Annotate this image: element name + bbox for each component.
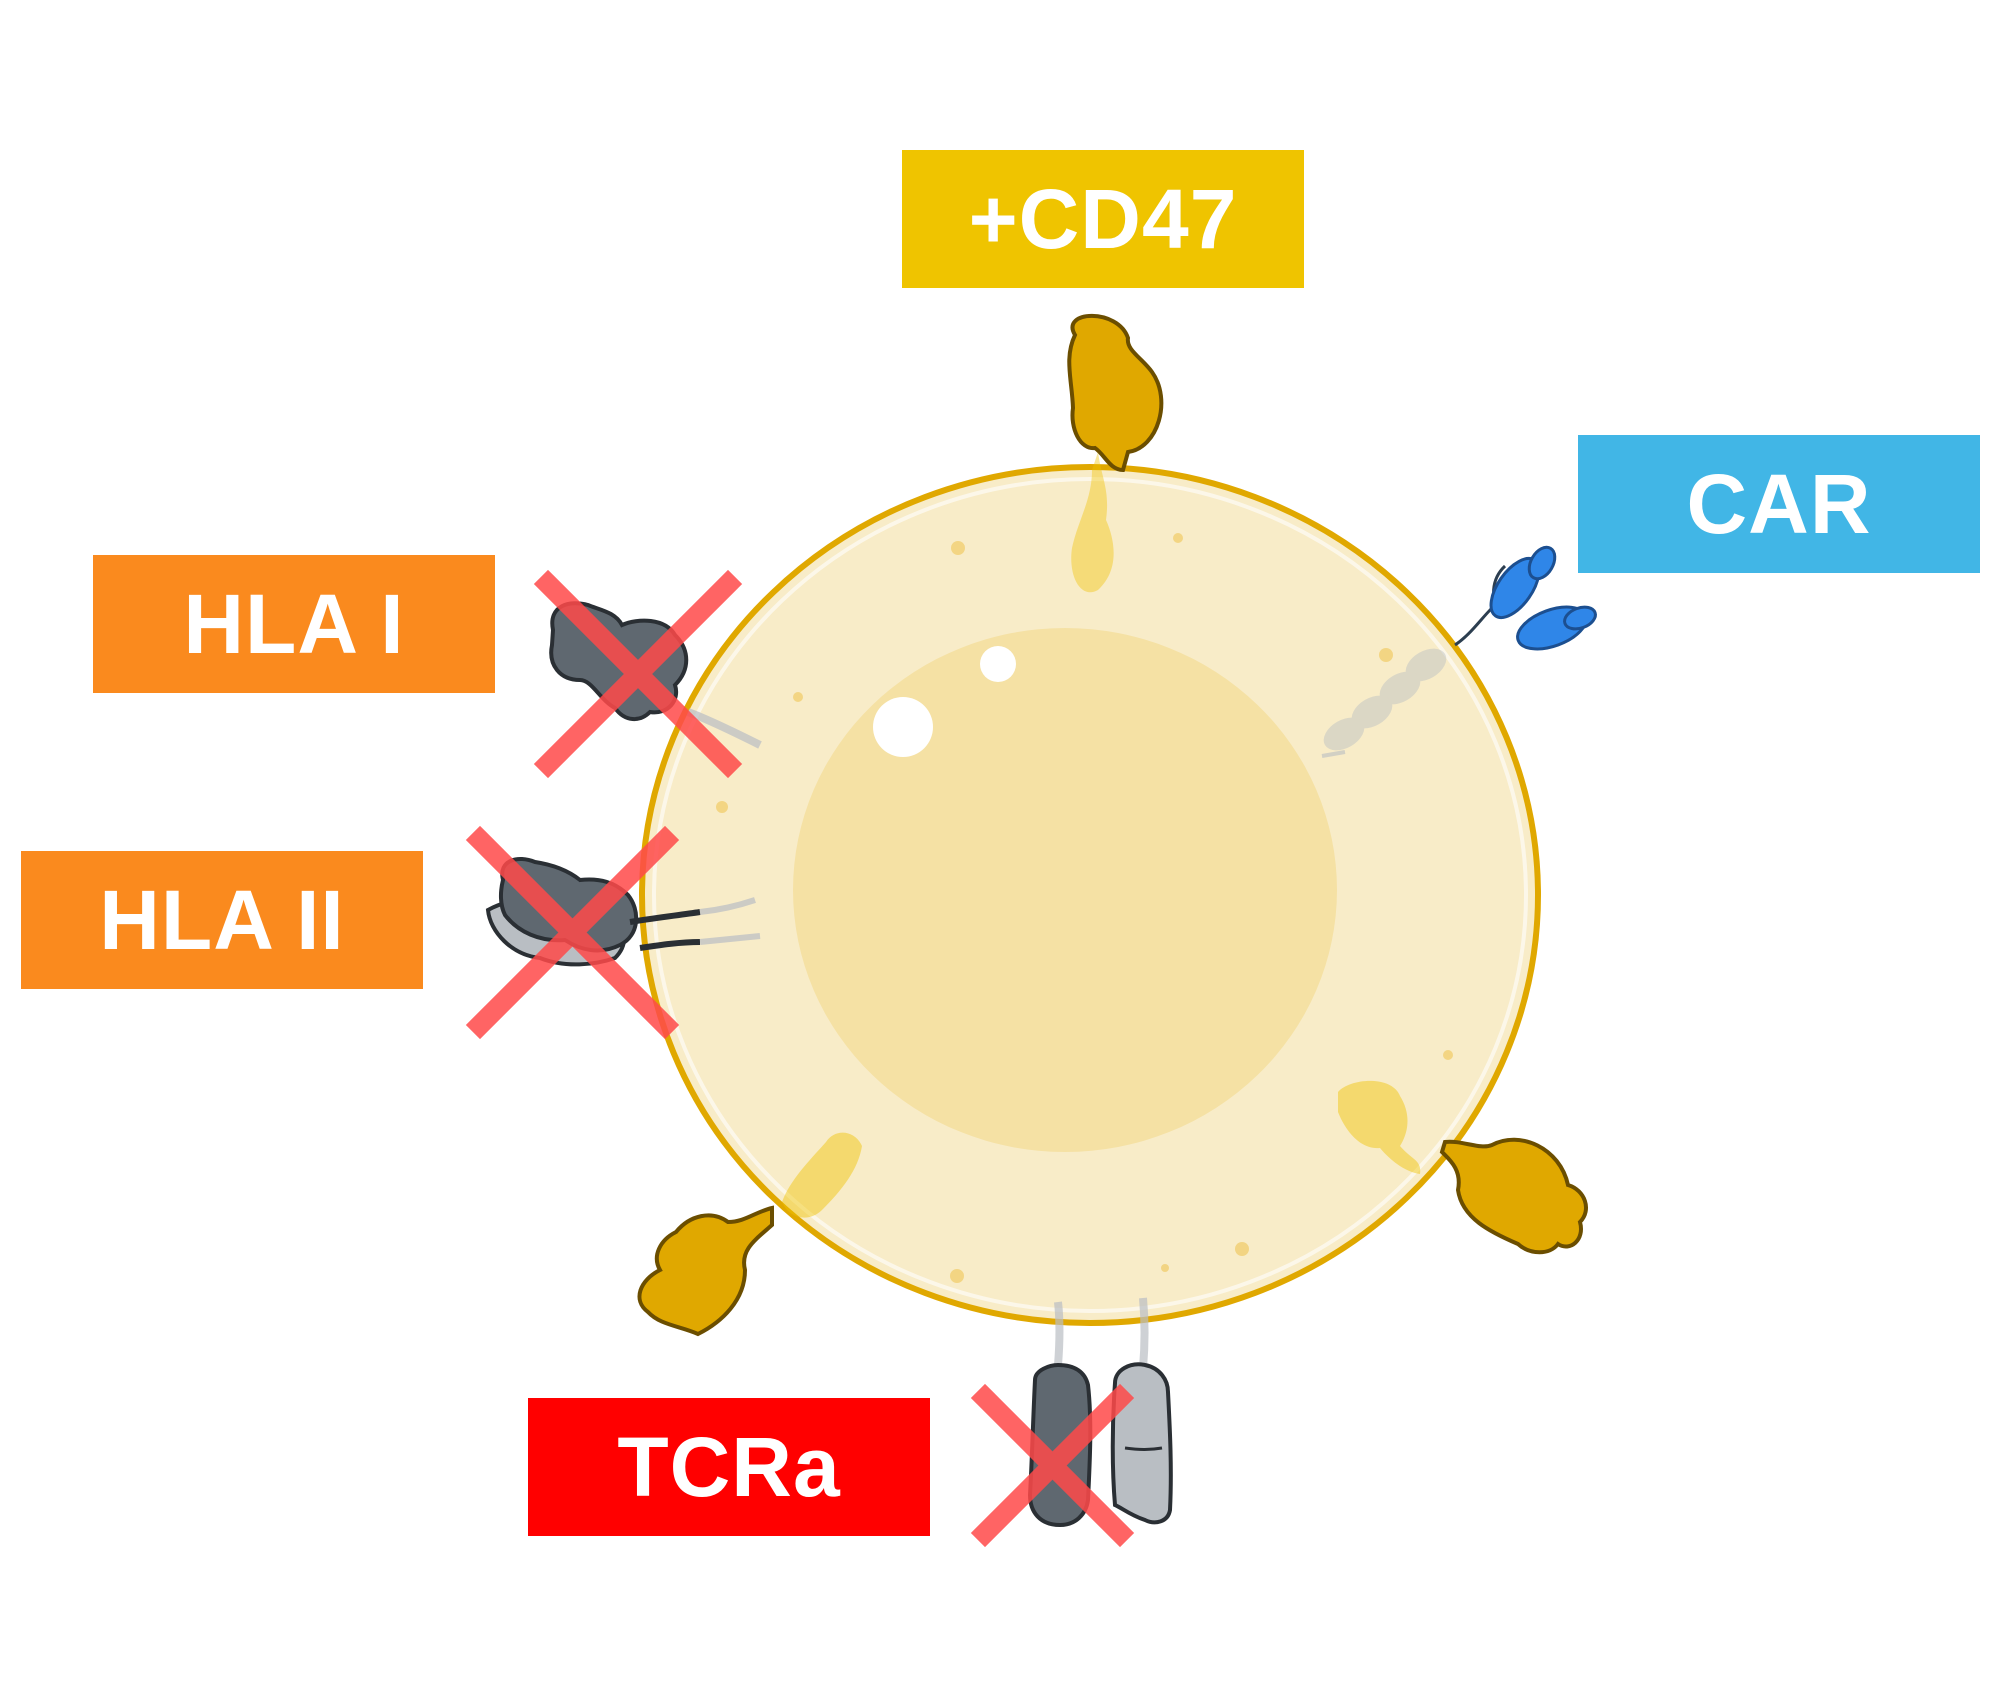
cell [639,464,1541,1326]
cd47-protein-bottom-left [637,1205,774,1337]
nucleus [793,628,1337,1152]
car-label: CAR [1578,435,1980,573]
highlight-small [980,646,1016,682]
tcra-label: TCRa [528,1398,930,1536]
hla-i-label: HLA I [93,555,495,693]
car-protein [1321,545,1597,758]
highlight-large [873,697,933,757]
cross-icon [465,825,680,1040]
cytoplasm-granules [716,533,1453,1283]
cd47-protein-inner-left [782,1132,862,1218]
cd47-protein-top [1067,314,1164,593]
hla-ii-label: HLA II [21,851,423,989]
cell-inner-sheen [652,477,1528,1313]
cd47-protein-bottom-right [1439,1137,1588,1255]
cd47-protein-inner-right [1338,1080,1421,1174]
cross-icon [970,1383,1135,1548]
cross-icon [533,569,743,779]
cd47-label: +CD47 [902,150,1304,288]
